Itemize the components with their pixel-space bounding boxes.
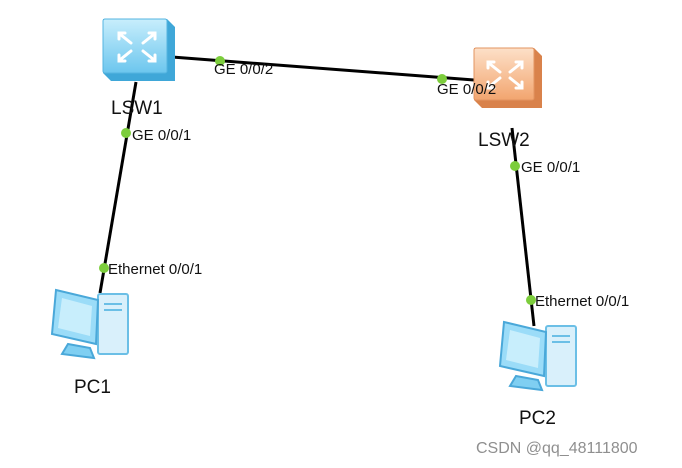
pc1-pc-icon[interactable] — [48, 286, 142, 373]
lsw1-label: LSW1 — [111, 98, 163, 119]
lsw1-ge002-port-label: GE 0/0/2 — [214, 61, 274, 78]
lsw2-switch-icon[interactable] — [468, 46, 544, 115]
lsw2-ge001-port-label: GE 0/0/1 — [521, 159, 581, 176]
lsw2-ge002-port-label: GE 0/0/2 — [437, 81, 497, 98]
port-dot — [437, 74, 447, 84]
lsw2-label: LSW2 — [478, 130, 530, 151]
link-lsw2-pc2[interactable] — [510, 127, 536, 327]
pc1-eth001-port-label: Ethernet 0/0/1 — [108, 261, 203, 278]
lsw1-ge001-port-label: GE 0/0/1 — [132, 127, 192, 144]
lsw1-switch-icon[interactable] — [97, 17, 177, 88]
link-lsw1-pc1[interactable] — [98, 81, 138, 294]
pc1-label: PC1 — [74, 377, 111, 398]
pc2-pc-icon[interactable] — [496, 318, 590, 405]
watermark: CSDN @qq_48111800 — [476, 440, 638, 457]
pc2-label: PC2 — [519, 408, 556, 429]
port-dot — [510, 161, 520, 171]
port-dot — [121, 128, 131, 138]
port-dot — [99, 263, 109, 273]
port-dot — [215, 56, 225, 66]
pc2-eth001-port-label: Ethernet 0/0/1 — [535, 293, 630, 310]
port-dot — [526, 295, 536, 305]
